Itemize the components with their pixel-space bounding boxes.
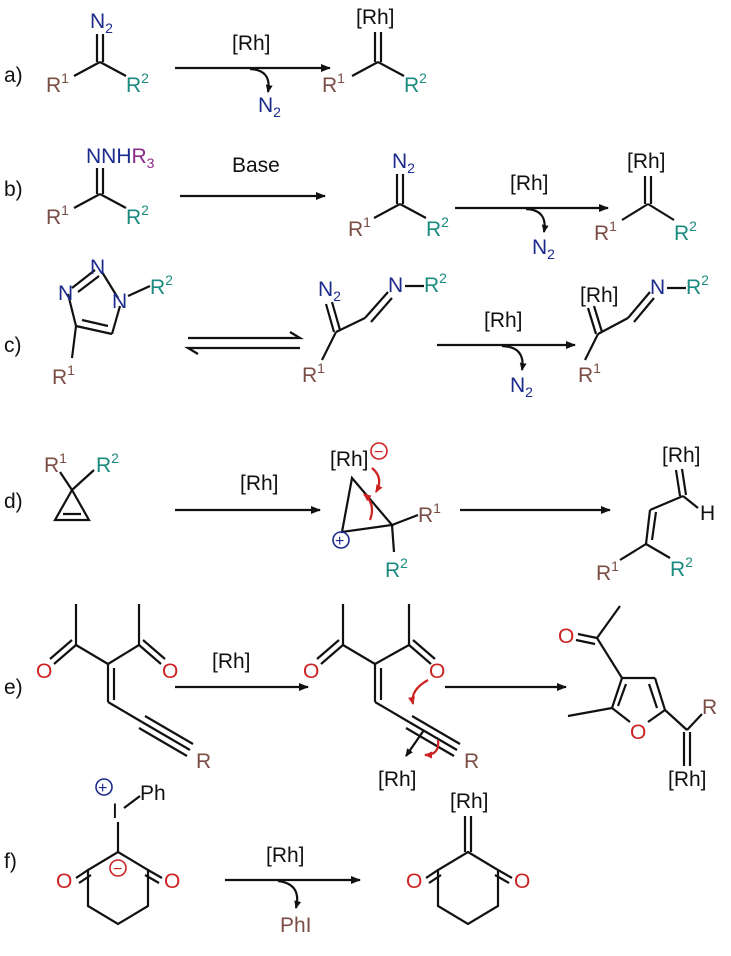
reaction-e: e) O O R [Rh] O O R [Rh] O O R [Rh] [4, 604, 717, 791]
equilibrium-arrow-forward [188, 331, 304, 340]
svg-text:+: + [335, 533, 344, 550]
triazole-n3: N [58, 282, 73, 305]
reagent-rh: [Rh] [484, 309, 523, 332]
reagent-rh: [Rh] [510, 172, 549, 195]
r1-label: R1 [44, 450, 67, 477]
r2-label: R2 [426, 214, 449, 241]
reagent-base: Base [232, 154, 280, 177]
n2-byproduct: N2 [258, 94, 281, 120]
r2-label: R2 [424, 270, 447, 297]
rh-carbene: [Rh] [580, 284, 619, 307]
furan-oxygen: O [630, 721, 646, 744]
diazo-n2: N2 [392, 150, 415, 176]
label-d: d) [4, 490, 23, 513]
r1-label: R1 [46, 202, 69, 229]
rh-carbene: [Rh] [668, 768, 707, 791]
hydrazone-nnhr3: NNHR3 [86, 145, 155, 171]
reagent-rh: [Rh] [266, 844, 305, 867]
label-c: c) [4, 334, 22, 357]
oxygen: O [36, 660, 52, 683]
reaction-f: f) + I Ph − O O [Rh] PhI [Rh] O O [4, 778, 530, 937]
diazo-n2: N2 [318, 278, 341, 304]
minus-charge [370, 442, 388, 460]
phi-byproduct: PhI [280, 914, 312, 937]
rh-carbene: [Rh] [356, 6, 395, 29]
r1-label: R1 [52, 362, 75, 389]
r1-label: R1 [348, 214, 371, 241]
triazole-n2: N [90, 256, 105, 279]
oxygen: O [429, 660, 445, 683]
reaction-b: b) NNHR3 R1 R2 Base N2 R1 R2 [Rh] N2 [Rh… [4, 145, 697, 262]
h-label: H [700, 502, 715, 525]
oxygen: O [406, 870, 422, 893]
svg-text:−: − [374, 444, 383, 461]
plus-charge [332, 531, 350, 549]
rh-label: [Rh] [330, 448, 369, 471]
rh-label: [Rh] [378, 768, 417, 791]
r2-label: R2 [686, 272, 709, 299]
label-a: a) [4, 64, 23, 87]
reagent-rh: [Rh] [212, 650, 251, 673]
r2-label: R2 [670, 554, 693, 581]
reagent-rh: [Rh] [232, 32, 271, 55]
reaction-d: d) R1 R2 [Rh] [Rh] − R1 R2 + [Rh] H R1 R… [4, 442, 715, 585]
label-e: e) [4, 676, 23, 699]
triazole-n1: N [112, 290, 127, 313]
plus-charge [95, 778, 113, 796]
label-f: f) [4, 850, 17, 873]
r1-label: R1 [596, 558, 619, 585]
rh-carbene: [Rh] [627, 150, 666, 173]
phenyl: Ph [140, 782, 166, 805]
r2-label: R2 [126, 70, 149, 97]
r1-label: R1 [46, 70, 69, 97]
r2-label: R2 [404, 70, 427, 97]
oxygen: O [514, 870, 530, 893]
r1-label: R1 [322, 70, 345, 97]
r1-label: R1 [594, 218, 617, 245]
r1-label: R1 [578, 360, 601, 387]
r1-label: R1 [302, 360, 325, 387]
r-label: R [702, 696, 717, 719]
oxygen: O [164, 870, 180, 893]
rh-carbene: [Rh] [450, 790, 489, 813]
diazo-n2: N2 [90, 10, 113, 36]
oxygen: O [162, 660, 178, 683]
oxygen: O [558, 625, 574, 648]
r2-label: R2 [150, 272, 173, 299]
curved-arrow [249, 67, 273, 93]
iodine: I [112, 800, 118, 823]
reaction-c: c) N N N R2 R1 N2 N R2 R1 [Rh] N2 [Rh] N… [4, 256, 709, 400]
imine-n: N [388, 274, 403, 297]
oxygen: O [56, 870, 72, 893]
r-label: R [464, 750, 479, 773]
reagent-rh: [Rh] [240, 472, 279, 495]
label-b: b) [4, 178, 23, 201]
r-label: R [196, 750, 211, 773]
imine-n: N [650, 276, 665, 299]
r2-label: R2 [674, 218, 697, 245]
equilibrium-arrow-back [184, 346, 300, 355]
n2-byproduct: N2 [510, 374, 533, 400]
svg-text:+: + [98, 780, 107, 797]
minus-charge [109, 859, 127, 877]
oxygen: O [303, 660, 319, 683]
svg-text:−: − [113, 861, 122, 878]
reaction-a: a) N2 R1 R2 [Rh] N2 [Rh] R1 R2 [4, 6, 427, 120]
r2-label: R2 [96, 450, 119, 477]
rh-carbene: [Rh] [662, 444, 701, 467]
r2-label: R2 [385, 555, 408, 582]
r1-label: R1 [418, 500, 441, 527]
r2-label: R2 [126, 202, 149, 229]
n2-byproduct: N2 [532, 236, 555, 262]
